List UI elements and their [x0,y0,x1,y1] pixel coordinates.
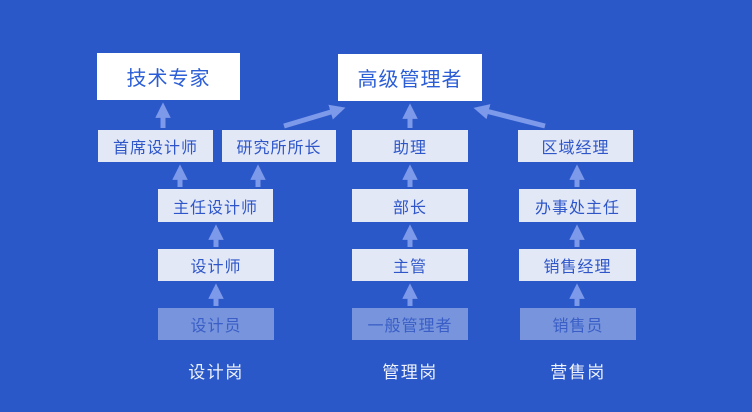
arrow-institute-head-to-senior-manager [283,104,346,129]
node-sales-manager: 销售经理 [519,249,636,281]
node-director-designer: 主任设计师 [158,189,273,222]
node-assistant: 助理 [352,130,468,162]
column-label-sales: 营售岗 [550,363,606,382]
column-label-management: 管理岗 [382,363,438,382]
node-regional-manager: 区域经理 [518,130,633,162]
node-chief-designer: 首席设计师 [98,130,213,162]
node-office-director: 办事处主任 [519,189,636,222]
arrow-regional-manager-to-senior-manager [473,104,546,129]
node-minister: 部长 [352,189,468,222]
node-tech-expert: 技术专家 [97,53,240,100]
node-supervisor: 主管 [352,249,468,281]
node-designer: 设计师 [158,249,274,281]
node-junior-designer: 设计员 [158,308,274,340]
node-senior-manager: 高级管理者 [338,54,482,101]
node-salesperson: 销售员 [520,308,636,340]
node-general-manager: 一般管理者 [352,308,468,340]
node-institute-head: 研究所所长 [222,130,336,162]
column-label-design: 设计岗 [188,363,244,382]
